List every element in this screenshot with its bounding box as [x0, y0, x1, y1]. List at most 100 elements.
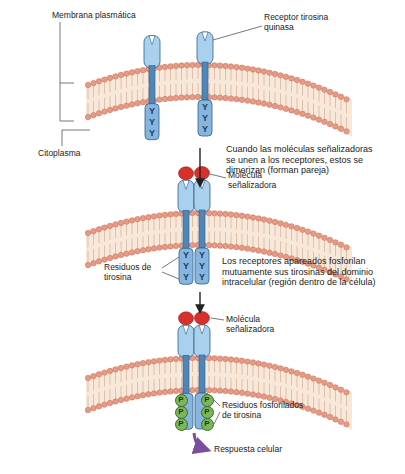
- lipid-head: [107, 75, 112, 80]
- lipid-head: [223, 356, 228, 361]
- lipid-tail: [181, 377, 182, 390]
- lipid-tail: [330, 403, 331, 416]
- lipid-tail: [110, 372, 111, 385]
- lipid-head: [256, 393, 261, 398]
- lipid-tail: [247, 363, 248, 376]
- lipid-head: [184, 63, 189, 68]
- lipid-head: [91, 373, 96, 378]
- structure-label: Molécula señalizadora: [226, 314, 310, 334]
- lipid-head: [228, 357, 233, 362]
- lipid-head: [85, 114, 90, 119]
- lipid-head: [333, 240, 338, 245]
- lipid-head: [96, 79, 101, 84]
- lipid-head: [129, 102, 134, 107]
- lipid-head: [212, 63, 217, 68]
- receptor-transmembrane: [199, 355, 205, 393]
- lipid-head: [272, 103, 277, 108]
- membrane-band: [86, 355, 352, 430]
- lipid-head: [228, 64, 233, 69]
- lipid-head: [162, 357, 167, 362]
- lipid-tail: [115, 370, 116, 383]
- lipid-head: [294, 370, 299, 375]
- lipid-head: [162, 212, 167, 217]
- lipid-tail: [165, 378, 166, 391]
- receptor-fork: [199, 325, 205, 334]
- lipid-head: [245, 98, 250, 103]
- lipid-tail: [99, 247, 100, 260]
- lipid-head: [300, 111, 305, 116]
- response-arrow: [194, 433, 208, 450]
- lipid-head: [327, 237, 332, 242]
- lipid-head: [283, 367, 288, 372]
- lipid-head: [278, 105, 283, 110]
- receptor-extracellular: [178, 325, 194, 357]
- lipid-head: [162, 64, 167, 69]
- lipid-tail: [253, 363, 254, 376]
- lipid-head: [322, 119, 327, 124]
- lipid-head: [261, 394, 266, 399]
- lipid-tail: [247, 380, 248, 393]
- lipid-tail: [132, 366, 133, 379]
- leader-line: [210, 174, 226, 178]
- phosphate-group: P: [201, 418, 214, 431]
- lipid-head: [173, 63, 178, 68]
- lipid-bilayer: [85, 355, 349, 427]
- lipid-head: [261, 69, 266, 74]
- lipid-tail: [104, 374, 105, 387]
- lipid-tail: [154, 379, 155, 392]
- lipid-tail: [330, 386, 331, 399]
- lipid-head: [151, 391, 156, 396]
- lipid-tail: [225, 377, 226, 390]
- lipid-head: [102, 225, 107, 230]
- lipid-head: [91, 260, 96, 265]
- lipid-tail: [313, 397, 314, 410]
- leader-line: [60, 22, 61, 83]
- lipid-tail: [236, 361, 237, 374]
- leader-line: [62, 130, 90, 146]
- lipid-head: [190, 62, 195, 67]
- lipid-tail: [143, 381, 144, 394]
- lipid-head: [322, 87, 327, 92]
- lipid-head: [129, 395, 134, 400]
- lipid-head: [113, 222, 118, 227]
- lipid-head: [96, 111, 101, 116]
- lipid-tail: [302, 376, 303, 389]
- lipid-head: [102, 257, 107, 262]
- lipid-head: [272, 219, 277, 224]
- lipid-head: [261, 217, 266, 222]
- lipid-head: [223, 243, 228, 248]
- lipid-tail: [99, 392, 100, 405]
- lipid-head: [239, 390, 244, 395]
- lipid-head: [250, 67, 255, 72]
- lipid-tail: [220, 377, 221, 390]
- lipid-head: [135, 101, 140, 106]
- lipid-head: [239, 245, 244, 250]
- phosphate-label: P: [178, 420, 183, 428]
- receptor-extracellular: [197, 32, 213, 64]
- membrane-bracket: [60, 83, 74, 121]
- lipid-head: [107, 400, 112, 405]
- lipid-tail: [99, 375, 100, 388]
- lipid-head: [157, 213, 162, 218]
- structure-label: Residuos fosforilados de tirosina: [222, 400, 312, 420]
- lipid-tail: [209, 359, 210, 372]
- lipid-head: [212, 95, 217, 100]
- lipid-head: [239, 97, 244, 102]
- lipid-tail: [121, 386, 122, 399]
- lipid-head: [217, 211, 222, 216]
- phosphate-group: P: [201, 394, 214, 407]
- lipid-head: [140, 99, 145, 104]
- lipid-tail: [115, 387, 116, 400]
- lipid-head: [283, 222, 288, 227]
- lipid-head: [250, 99, 255, 104]
- lipid-tail: [242, 362, 243, 375]
- lipid-head: [91, 228, 96, 233]
- lipid-head: [250, 360, 255, 365]
- tyrosine-residue: Y: [196, 261, 208, 272]
- lipid-head: [157, 245, 162, 250]
- receptor-tyrosine-kinase: [144, 36, 160, 140]
- phosphate-label: P: [178, 408, 183, 416]
- lipid-head: [124, 219, 129, 224]
- phosphate-label: P: [204, 396, 209, 404]
- lipid-head: [344, 97, 349, 102]
